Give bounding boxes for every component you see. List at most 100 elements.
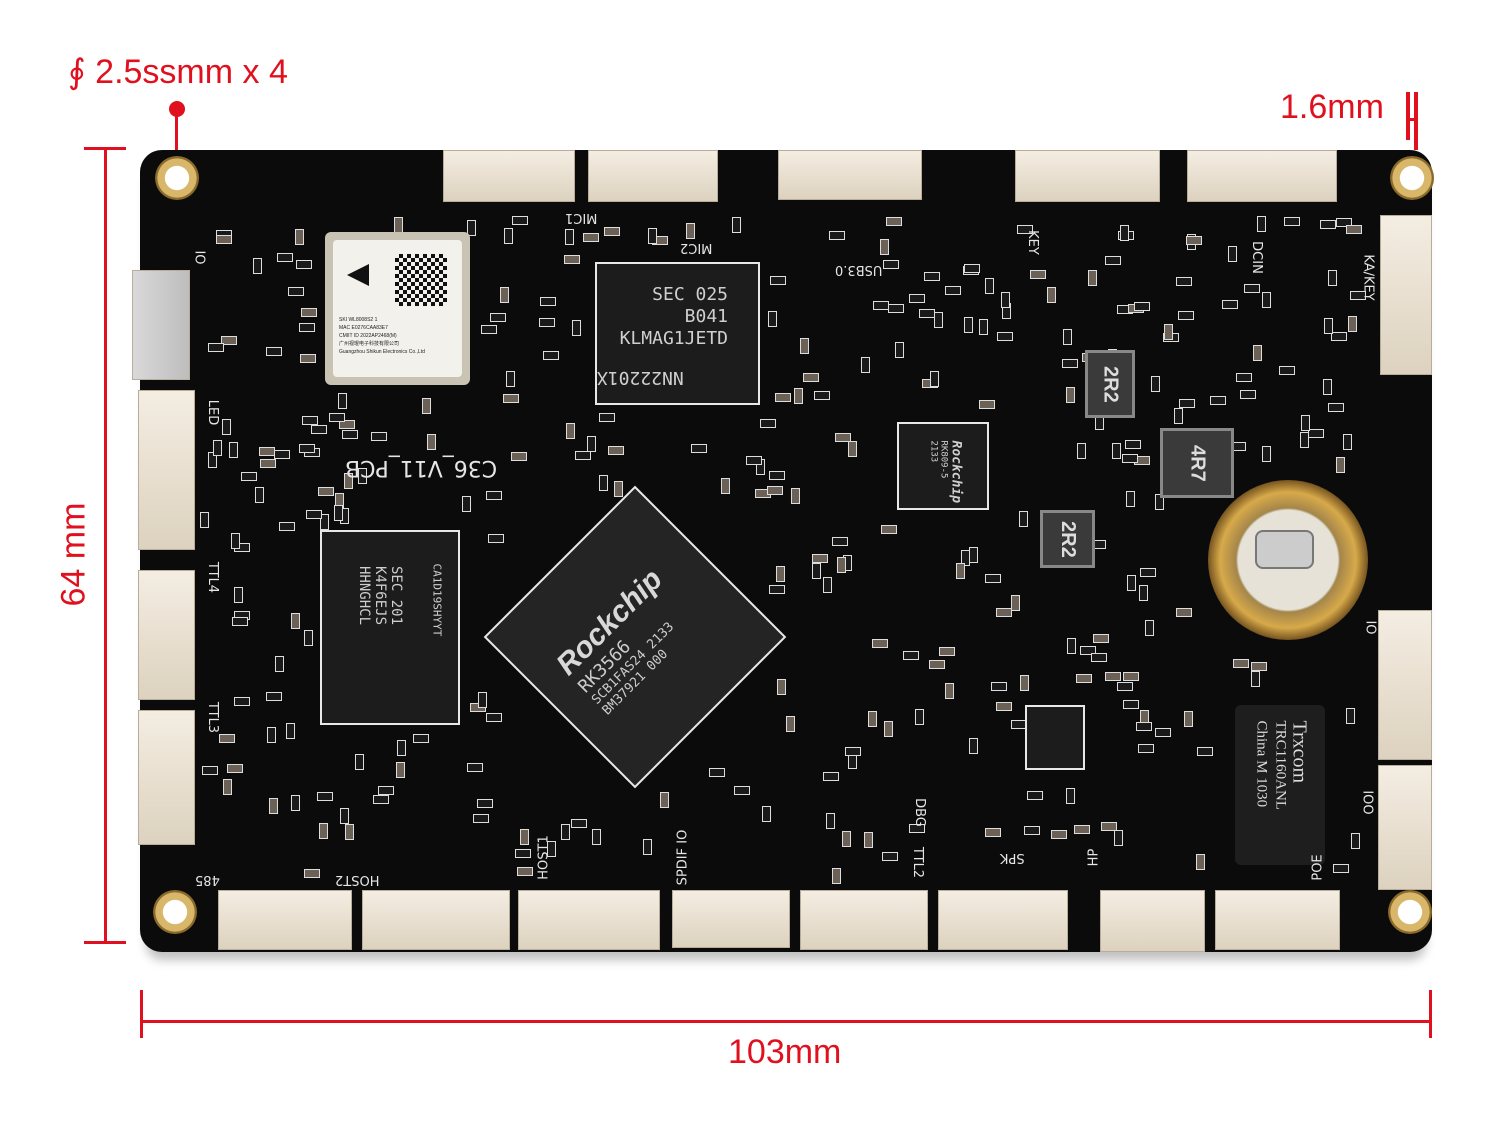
- smd-component: [259, 447, 276, 457]
- smd-component: [311, 424, 328, 434]
- smd-component: [964, 316, 974, 333]
- smd-component: [1093, 634, 1110, 644]
- smd-component: [1127, 575, 1137, 592]
- smd-component: [208, 452, 218, 469]
- ethernet-text: TRC1160ANL: [1272, 720, 1289, 810]
- smd-component: [1080, 645, 1097, 655]
- smd-component: [1185, 235, 1202, 245]
- connector-led: [138, 390, 195, 550]
- smd-component: [478, 691, 488, 708]
- smd-component: [871, 638, 888, 648]
- smd-component: [575, 450, 592, 460]
- smd-component: [370, 432, 387, 442]
- label-io: IO: [191, 250, 207, 265]
- smd-component: [354, 753, 364, 770]
- smd-component: [1011, 594, 1021, 611]
- smd-component: [303, 868, 320, 878]
- smd-component: [377, 786, 394, 796]
- smd-component: [1239, 389, 1256, 399]
- smd-component: [1343, 434, 1353, 451]
- smd-component: [1074, 825, 1091, 835]
- smd-component: [1076, 442, 1086, 459]
- connector-host1: [518, 890, 660, 950]
- height-label: 64 mm: [54, 502, 93, 607]
- smd-component: [1029, 269, 1046, 279]
- inductor: 2R2: [1085, 350, 1135, 418]
- ddr-text: K4F6EJS: [372, 566, 388, 626]
- smd-component: [1100, 821, 1117, 831]
- smd-component: [1279, 366, 1296, 375]
- width-label: 103mm: [728, 1033, 842, 1071]
- label-dcin: DCIN: [1248, 241, 1264, 274]
- audio-codec-chip: [1025, 705, 1085, 770]
- connector-io-left: [132, 270, 190, 380]
- emmc-text: KLMAG1JETD: [619, 328, 728, 349]
- smd-component: [372, 794, 389, 804]
- smd-component: [1122, 454, 1139, 464]
- smd-component: [318, 487, 335, 497]
- smd-component: [885, 217, 902, 227]
- smd-component: [1244, 284, 1261, 294]
- smd-component: [232, 616, 249, 626]
- smd-component: [1175, 277, 1192, 286]
- smd-component: [290, 612, 300, 629]
- smd-component: [266, 691, 283, 701]
- smd-component: [515, 848, 532, 858]
- label-host1: HOST1: [536, 835, 552, 880]
- smd-component: [1250, 670, 1260, 687]
- smd-component: [231, 533, 241, 550]
- smd-component: [267, 727, 277, 744]
- smd-component: [234, 587, 244, 604]
- smd-component: [357, 468, 367, 484]
- smd-component: [393, 216, 403, 233]
- smd-component: [1126, 491, 1136, 508]
- smd-component: [318, 822, 328, 839]
- smd-component: [487, 533, 504, 543]
- leader-dot: [169, 101, 185, 117]
- emmc-text: SEC 025: [652, 284, 728, 305]
- smd-component: [990, 681, 1007, 691]
- smd-component: [1139, 584, 1149, 601]
- smd-component: [996, 607, 1013, 617]
- smd-component: [485, 491, 502, 501]
- thickness-mark: [1406, 92, 1410, 140]
- smd-component: [1163, 324, 1173, 341]
- smd-component: [883, 259, 900, 269]
- label-kakey: KA/KEY: [1360, 254, 1376, 301]
- smd-component: [279, 522, 296, 532]
- wifi-label-line: CMIIT ID 2022AP2468(M): [339, 333, 397, 339]
- connector-485: [218, 890, 352, 950]
- smd-component: [1236, 372, 1253, 382]
- smd-component: [1104, 672, 1121, 682]
- smd-component: [1066, 637, 1076, 654]
- smd-component: [302, 416, 319, 426]
- thickness-mark: [1406, 118, 1418, 121]
- label-spdif: SPDIF IO: [675, 829, 691, 886]
- smd-component: [343, 472, 353, 489]
- connector-spk: [938, 890, 1068, 950]
- smd-component: [486, 712, 503, 722]
- smd-component: [979, 400, 996, 410]
- smd-component: [286, 722, 296, 739]
- smd-component: [276, 253, 293, 263]
- smd-component: [421, 398, 431, 415]
- smd-component: [1257, 215, 1267, 232]
- qr-code: [395, 254, 447, 306]
- mounting-hole-annotation: ∮ 2.5ssmm x 4: [68, 52, 288, 92]
- smd-component: [1320, 220, 1337, 230]
- smd-component: [288, 287, 305, 297]
- smd-component: [691, 444, 708, 454]
- smd-component: [1063, 328, 1073, 345]
- ddr-code: CA1D19SHYYT: [430, 563, 444, 637]
- connector-poe: [1215, 890, 1340, 950]
- smd-component: [1328, 269, 1338, 286]
- smd-component: [1116, 682, 1133, 692]
- smd-component: [928, 660, 945, 670]
- height-tick-bottom: [84, 941, 126, 944]
- smd-component: [776, 566, 786, 583]
- label-ttl2: TTL2: [910, 846, 926, 879]
- smd-component: [968, 737, 978, 754]
- smd-component: [811, 562, 821, 579]
- label-usb: USB3.0: [835, 262, 883, 277]
- smd-component: [883, 720, 893, 737]
